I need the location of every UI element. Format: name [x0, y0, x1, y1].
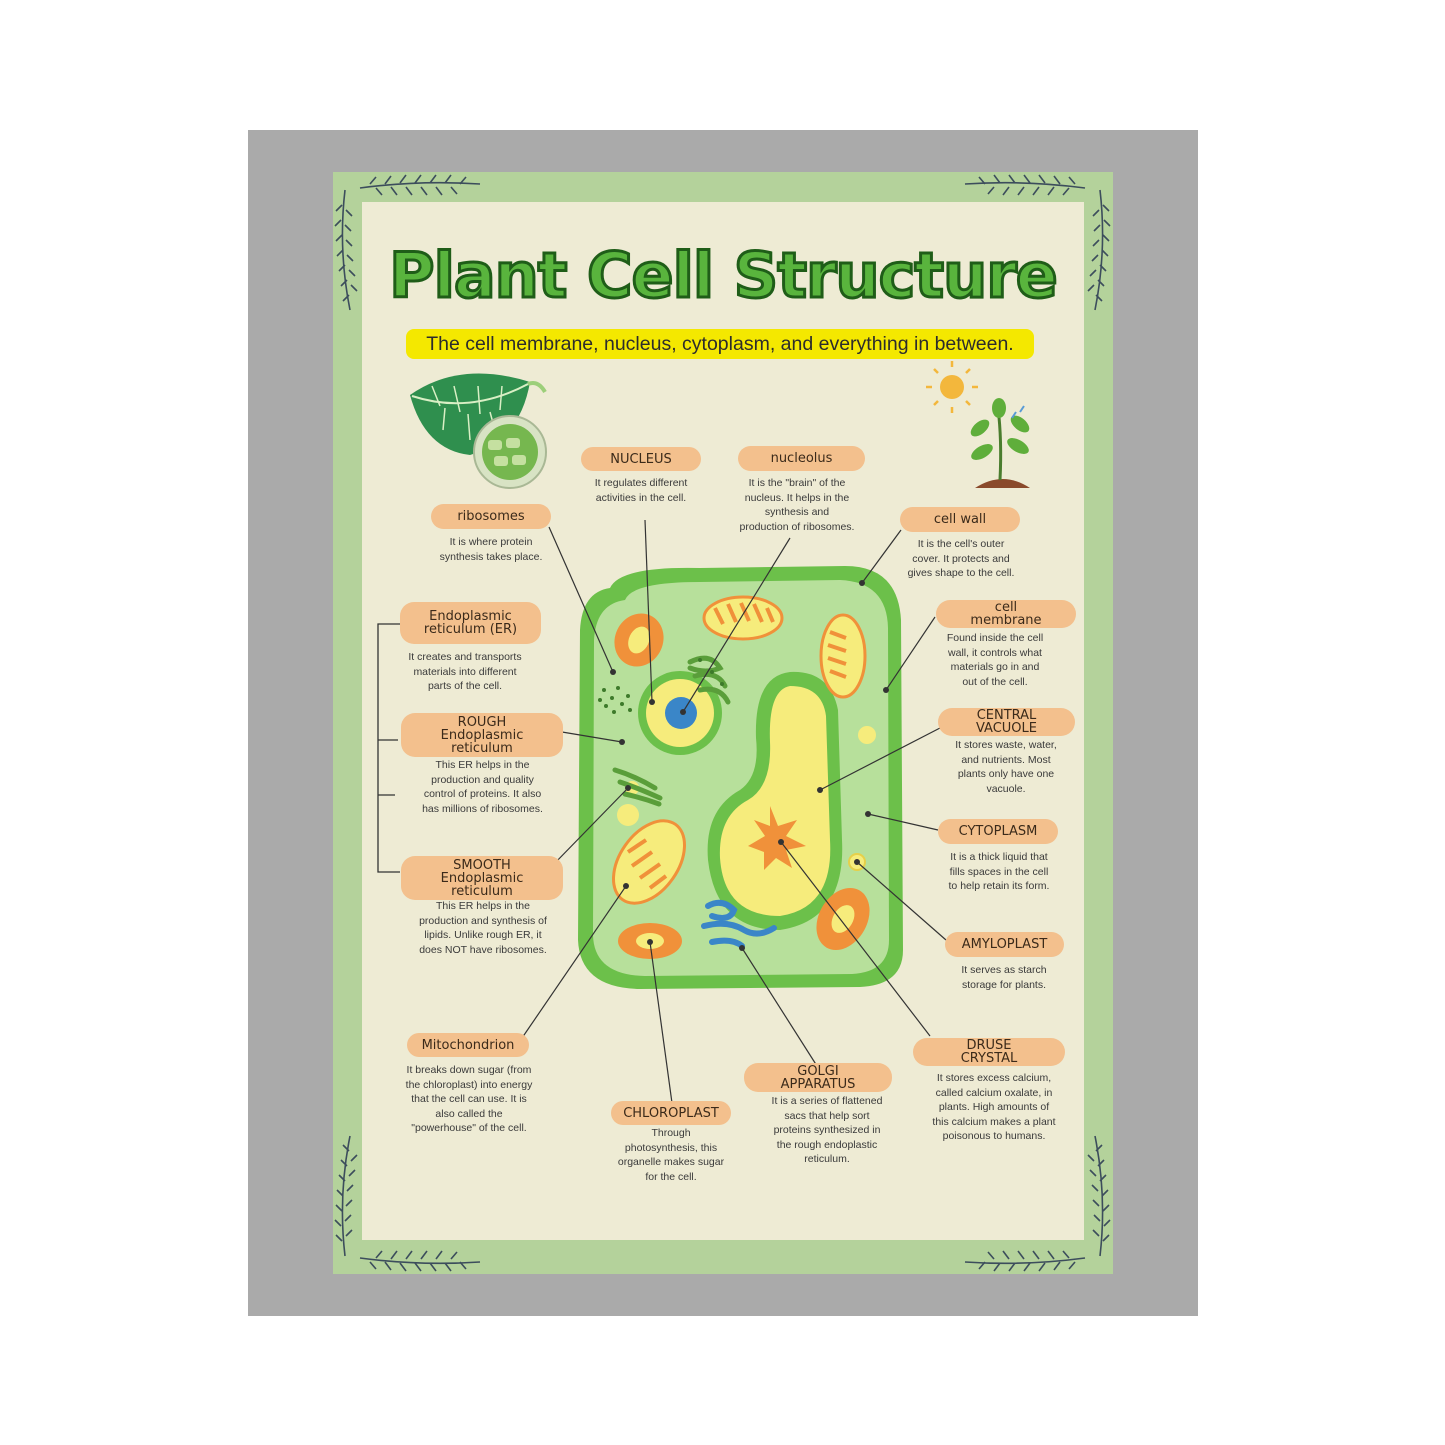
vine-corner-icon [334, 1135, 481, 1272]
label-druse-crystal: DRUSE CRYSTAL [913, 1038, 1065, 1066]
desc-ribosomes: It is where protein synthesis takes plac… [439, 536, 543, 563]
desc-amyloplast: It serves as starch storage for plants. [961, 964, 1047, 991]
druse-crystal [748, 806, 806, 870]
desc-cytoplasm: It is a thick liquid that fills spaces i… [948, 851, 1050, 893]
desc-nucleolus: It is the "brain" of the nucleus. It hel… [739, 477, 855, 533]
label-smooth-er: SMOOTH Endoplasmic reticulum [401, 856, 563, 900]
label-golgi-apparatus: GOLGI APPARATUS [744, 1063, 892, 1092]
amyloplast [858, 726, 876, 744]
label-endoplasmic-reticulum: Endoplasmic reticulum (ER) [400, 602, 541, 644]
desc-cell-wall: It is the cell's outer cover. It protect… [907, 538, 1015, 580]
label-amyloplast: AMYLOPLAST [945, 932, 1064, 957]
smooth-er [612, 767, 663, 807]
sprout-icon [970, 398, 1030, 488]
label-cytoplasm: CYTOPLASM [938, 819, 1058, 844]
desc-rough-er: This ER helps in the production and qual… [422, 759, 543, 815]
label-chloroplast: CHLOROPLAST [611, 1101, 731, 1125]
label-cell-wall: cell wall [900, 507, 1020, 532]
desc-mitochondrion: It breaks down sugar (from the chloropla… [405, 1064, 533, 1135]
sun-icon [926, 361, 978, 413]
desc-nucleus: It regulates different activities in the… [594, 477, 688, 504]
label-nucleolus: nucleolus [738, 446, 865, 471]
poster-subtitle: The cell membrane, nucleus, cytoplasm, a… [406, 329, 1034, 359]
er-bracket [377, 623, 400, 873]
label-nucleus: NUCLEUS [581, 447, 701, 471]
ribosomes [598, 658, 724, 714]
mitochondrion [611, 595, 867, 905]
label-cell-membrane: cell membrane [936, 600, 1076, 628]
golgi-apparatus [701, 899, 777, 949]
label-central-vacuole: CENTRAL VACUOLE [938, 708, 1075, 736]
desc-endoplasmic-reticulum: It creates and transports materials into… [408, 651, 522, 693]
desc-cell-membrane: Found inside the cell wall, it controls … [946, 632, 1044, 688]
leader-lines [521, 519, 947, 1104]
vine-corner-icon [334, 174, 481, 311]
desc-druse-crystal: It stores excess calcium, called calcium… [932, 1072, 1056, 1143]
desc-chloroplast: Through photosynthesis, this organelle m… [617, 1127, 725, 1183]
plant-cell [578, 566, 903, 989]
poster-title: Plant Cell Structure [388, 238, 1060, 314]
desc-golgi-apparatus: It is a series of flattened sacs that he… [771, 1095, 883, 1166]
desc-smooth-er: This ER helps in the production and synt… [419, 900, 547, 956]
desc-central-vacuole: It stores waste, water, and nutrients. M… [955, 739, 1057, 795]
vine-corner-icon [964, 174, 1111, 311]
vine-corner-icon [964, 1135, 1111, 1272]
label-ribosomes: ribosomes [431, 504, 551, 529]
label-rough-er: ROUGH Endoplasmic reticulum [401, 713, 563, 757]
label-mitochondrion: Mitochondrion [407, 1033, 529, 1057]
leaf-icon [410, 373, 547, 489]
